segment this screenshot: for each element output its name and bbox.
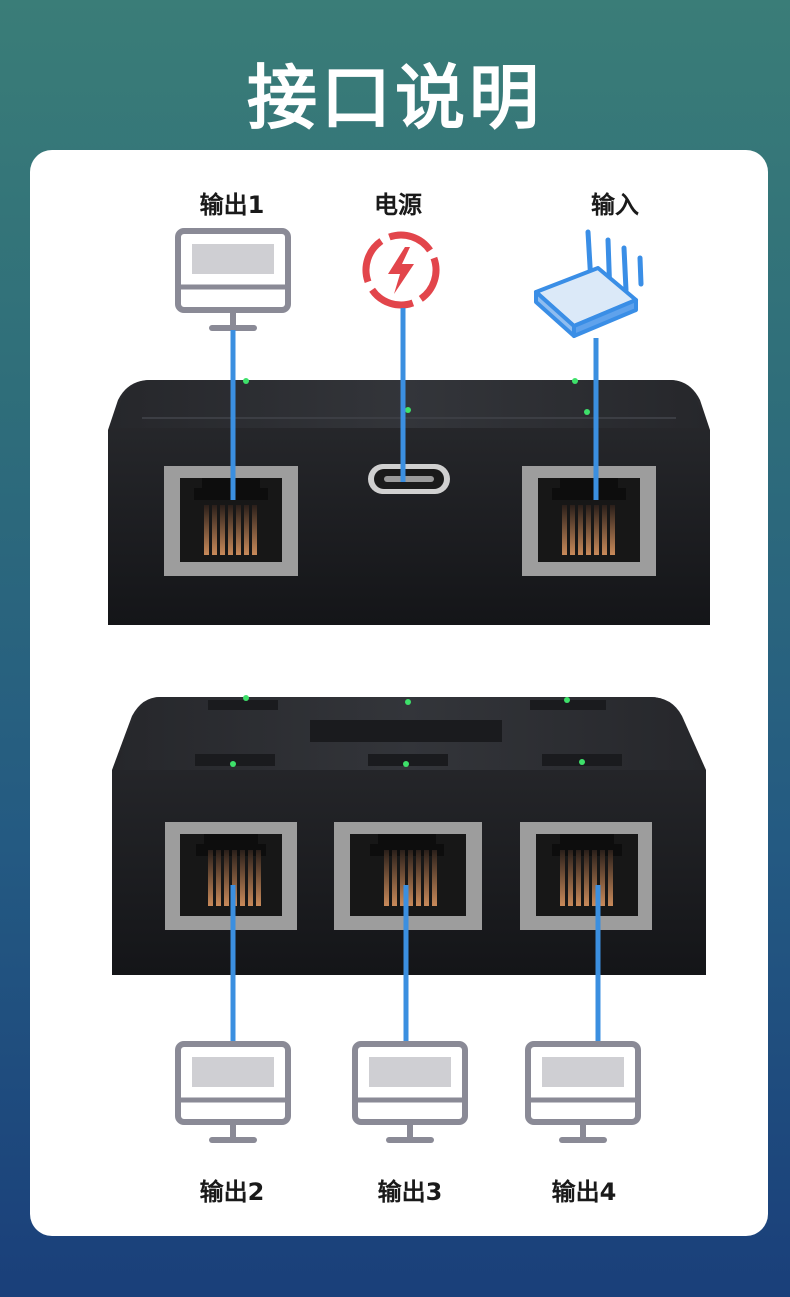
interface-card [30,150,768,1236]
switch-device-top [108,378,710,625]
switch-device-bottom [112,695,706,975]
label-output-4: 输出4 [551,1178,617,1206]
cables-bottom [230,885,601,1042]
label-input: 输入 [591,191,639,219]
label-output-3: 输出3 [377,1178,443,1206]
label-output-2: 输出2 [199,1178,265,1206]
page-title: 接口说明 [247,57,543,139]
cables-top [230,308,599,500]
monitor-icon [525,1041,641,1143]
monitor-icon [175,1041,291,1143]
router-icon [534,229,644,338]
power-icon [362,231,440,309]
label-output-1: 输出1 [199,191,265,219]
label-power: 电源 [374,191,422,219]
monitor-icon [175,228,291,331]
monitor-icon [352,1041,468,1143]
